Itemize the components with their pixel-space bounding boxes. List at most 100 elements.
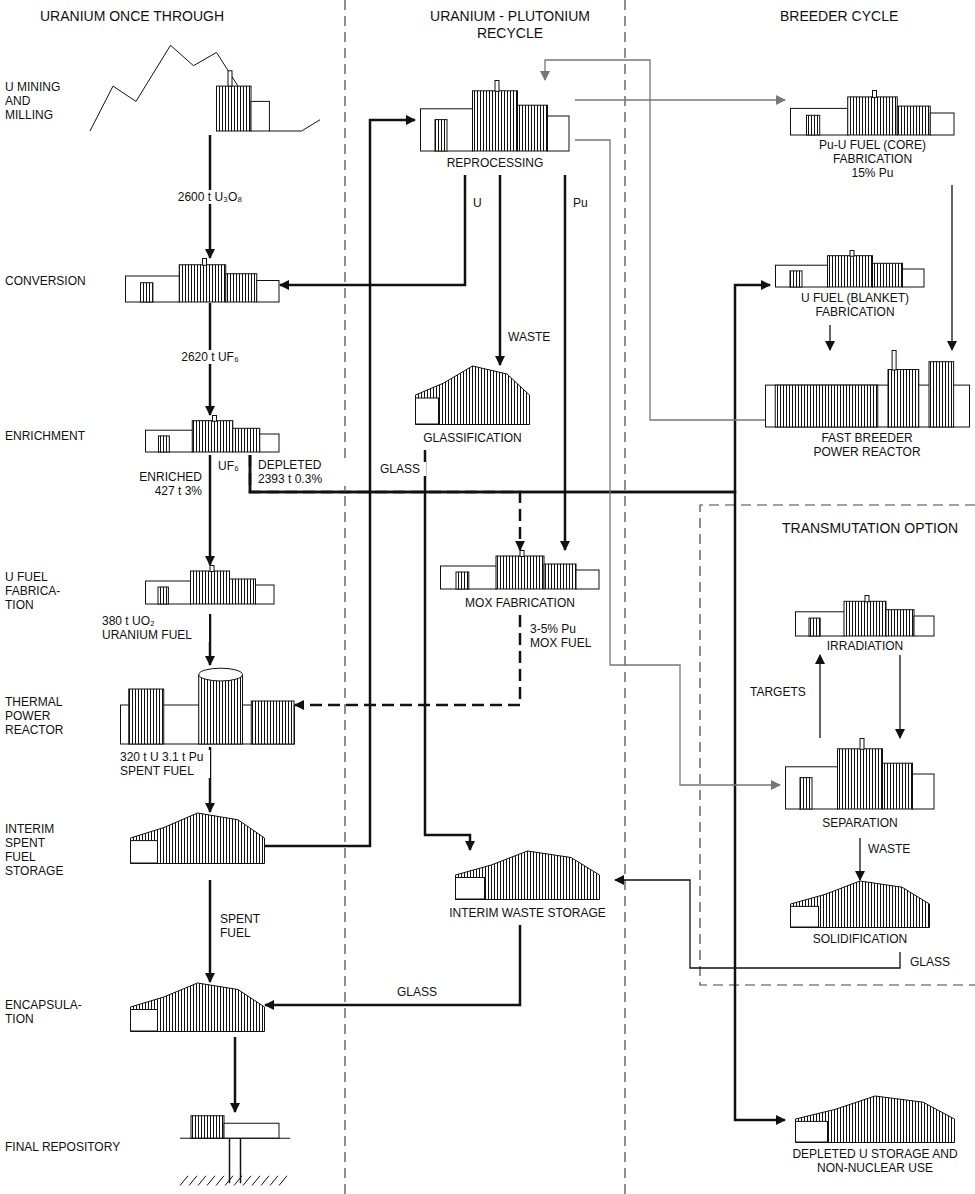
label-block: Pu-U FUEL (CORE) FABRICATION15% Pu bbox=[785, 138, 960, 180]
facility-label: 15% Pu bbox=[785, 166, 960, 180]
facility-node: SOLIDIFICATION bbox=[785, 880, 935, 952]
label-block: ENCAPSULA- TION bbox=[5, 998, 91, 1026]
building-icon bbox=[130, 812, 265, 864]
building-icon bbox=[130, 982, 265, 1032]
building-part bbox=[520, 551, 524, 557]
flow-arrow bbox=[234, 1037, 237, 1112]
building-icon bbox=[765, 350, 970, 428]
mountain-outline bbox=[90, 45, 320, 131]
building-part bbox=[786, 767, 839, 809]
building-part bbox=[416, 398, 439, 424]
label-block: FINAL REPOSITORY bbox=[5, 1140, 145, 1154]
building-part bbox=[848, 97, 898, 135]
facility-label: ENCAPSULA- TION bbox=[5, 998, 91, 1026]
building-part bbox=[888, 370, 919, 428]
facility-label: INTERIM WASTE STORAGE bbox=[440, 906, 615, 920]
flow-arrow bbox=[295, 615, 520, 705]
building-part bbox=[203, 259, 207, 266]
building-part bbox=[886, 610, 914, 636]
building-part bbox=[456, 572, 469, 589]
building-icon bbox=[415, 365, 530, 425]
building-part bbox=[790, 271, 802, 287]
ground-hatch bbox=[198, 1176, 206, 1186]
facility-node: ENCAPSULA- TION bbox=[5, 982, 265, 1037]
building-part bbox=[873, 91, 877, 98]
ground-hatch bbox=[243, 1176, 251, 1186]
building-part bbox=[903, 269, 925, 287]
building-part bbox=[548, 116, 570, 151]
building-icon bbox=[790, 90, 955, 136]
flow-arrow bbox=[545, 60, 765, 420]
building-part bbox=[865, 596, 869, 602]
building-icon bbox=[795, 595, 935, 637]
building-part bbox=[883, 763, 913, 809]
facility-label: IRRADIATION bbox=[795, 639, 935, 653]
flow-arrow bbox=[819, 655, 820, 738]
building-part bbox=[421, 109, 474, 151]
flow-label: GLASS bbox=[908, 955, 957, 969]
building-part bbox=[791, 906, 819, 927]
building-part bbox=[131, 841, 158, 863]
facility-node: MOX FABRICATION bbox=[435, 550, 605, 615]
flow-arrow bbox=[250, 455, 785, 1120]
ground-hatch bbox=[225, 1176, 233, 1186]
section-heading: UF₆ bbox=[218, 458, 248, 475]
facility-node: INTERIM SPENT FUEL STORAGE bbox=[5, 812, 265, 880]
building-part bbox=[435, 120, 447, 151]
label-block: ENRICHMENT bbox=[5, 429, 105, 443]
ground-hatch bbox=[207, 1176, 215, 1186]
flow-arrow bbox=[250, 455, 520, 550]
flow-arrow bbox=[280, 175, 465, 285]
flow-label: 320 t U 3.1 t Pu SPENT FUEL bbox=[118, 750, 210, 778]
building-part bbox=[914, 616, 934, 636]
building-part bbox=[838, 749, 883, 809]
building-icon bbox=[90, 30, 320, 132]
facility-label: INTERIM SPENT FUEL STORAGE bbox=[5, 822, 71, 878]
flow-arrow bbox=[209, 455, 212, 565]
ground-hatch bbox=[261, 1176, 269, 1186]
facility-node: U FUEL (BLANKET) FABRICATION bbox=[770, 250, 945, 325]
building-icon bbox=[420, 80, 570, 152]
facility-label: Pu-U FUEL (CORE) FABRICATION bbox=[785, 138, 960, 166]
building-icon bbox=[145, 565, 275, 605]
flow-label: TARGETS bbox=[748, 685, 812, 699]
ground-hatch bbox=[270, 1176, 278, 1186]
flow-label: ENRICHED 427 t 3% bbox=[125, 470, 204, 498]
flow-label: WASTE bbox=[866, 842, 920, 856]
flow-arrow bbox=[899, 655, 900, 738]
building-part bbox=[495, 81, 499, 92]
label-block: INTERIM SPENT FUEL STORAGE bbox=[5, 822, 71, 878]
building-part bbox=[131, 983, 265, 1032]
label-block: REPROCESSING bbox=[415, 156, 575, 170]
ground-hatch bbox=[216, 1176, 224, 1186]
building-part bbox=[233, 428, 260, 452]
flow-arrow bbox=[829, 325, 830, 350]
building-part bbox=[796, 1096, 955, 1143]
building-icon bbox=[440, 550, 600, 590]
column-divider bbox=[344, 0, 345, 1194]
label-block: FAST BREEDER POWER REACTOR bbox=[802, 431, 932, 459]
section-heading: URANIUM ONCE THROUGH bbox=[40, 8, 300, 25]
facility-node: SEPARATION bbox=[780, 738, 940, 838]
building-icon bbox=[785, 738, 935, 810]
flow-label: Pu bbox=[571, 196, 600, 210]
flow-label: 2620 t UF₆ bbox=[179, 350, 241, 364]
building-part bbox=[230, 579, 256, 604]
building-part bbox=[860, 739, 864, 750]
building-part bbox=[213, 416, 217, 422]
facility-label: GLASSIFICATION bbox=[410, 431, 535, 445]
facility-node: GLASSIFICATION bbox=[410, 365, 535, 450]
building-icon bbox=[455, 850, 600, 900]
building-part bbox=[496, 556, 544, 589]
facility-label: U FUEL FABRICA- TION bbox=[5, 570, 77, 612]
building-icon bbox=[775, 250, 925, 288]
flow-arrow bbox=[209, 880, 212, 982]
building-icon bbox=[790, 880, 930, 928]
flow-label: WASTE bbox=[506, 330, 560, 344]
building-part bbox=[159, 436, 170, 452]
label-block: U MINING AND MILLING bbox=[5, 80, 77, 122]
facility-label: SOLIDIFICATION bbox=[785, 932, 935, 946]
flow-arrow bbox=[425, 450, 470, 850]
flow-arrow bbox=[575, 99, 785, 100]
facility-node: Pu-U FUEL (CORE) FABRICATION15% Pu bbox=[785, 90, 960, 185]
